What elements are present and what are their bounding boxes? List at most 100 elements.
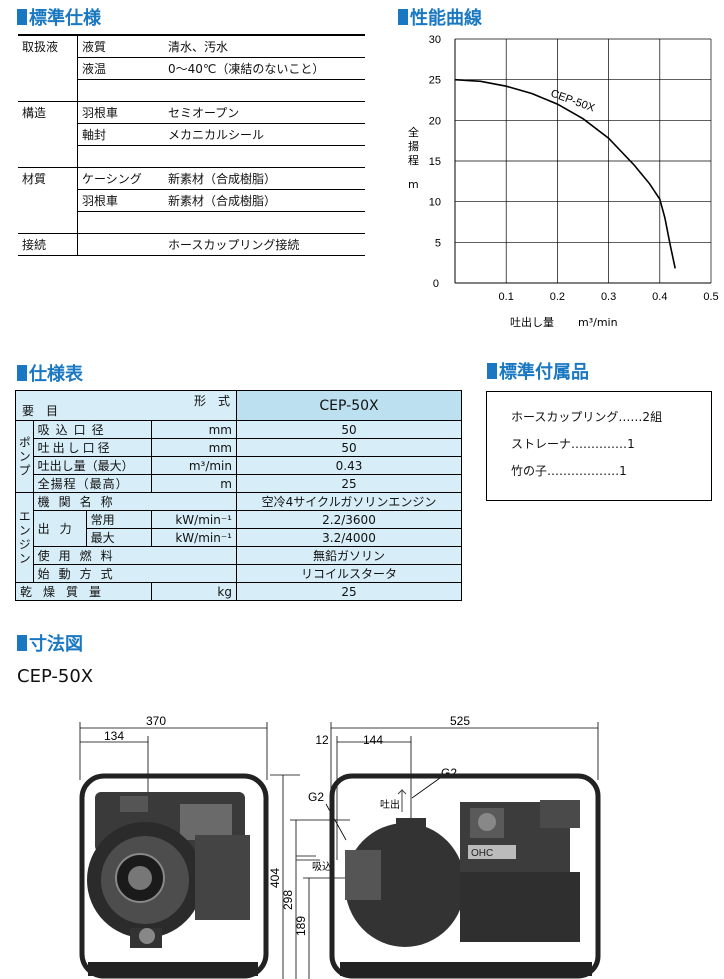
front-view-dimensions — [79, 722, 350, 979]
header-type-label: 形 式 — [193, 394, 230, 408]
dim-height-inlet: 189 — [294, 916, 308, 936]
table-row — [18, 79, 365, 102]
y-axis-unit: m — [408, 178, 419, 191]
y-tick-label: 25 — [429, 75, 441, 87]
table-row: 吐出し量（最大） m³/min 0.43 — [16, 456, 462, 475]
spec-unit: m³/min — [151, 456, 237, 475]
spec-value: 新素材（合成樹脂） — [164, 189, 365, 212]
table-row: エンジン 機関名称 空冷4サイクルガソリンエンジン — [15, 492, 462, 583]
table-row: 使用燃料 無鉛ガソリン — [16, 546, 462, 565]
spec-item: 羽根車 — [77, 189, 164, 212]
spec-category — [18, 190, 78, 212]
spec-unit: m — [151, 474, 237, 493]
spec-value: リコイルスタータ — [236, 564, 462, 583]
spec-category: 構造 — [22, 106, 47, 121]
table-row: 材質 ケーシング 新素材（合成樹脂） — [18, 167, 365, 190]
table-row: 液温 0〜40℃（凍結のないこと） — [18, 57, 365, 80]
spec-value: 空冷4サイクルガソリンエンジン — [236, 492, 462, 511]
spec-value: メカニカルシール — [164, 123, 365, 146]
spec-value: 50 — [236, 420, 462, 439]
spec-value: セミオープン — [164, 101, 365, 124]
x-tick-label: 0.4 — [652, 291, 667, 303]
spec-item: 全揚程（最高） — [32, 474, 153, 493]
x-tick-label: 0.3 — [601, 291, 616, 303]
table-row: 接続 ホースカップリング接続 — [18, 233, 365, 256]
table-row — [18, 145, 365, 168]
spec-value: 25 — [236, 582, 462, 601]
x-tick-label: 0.1 — [499, 291, 514, 303]
section-heading-spec-table: 仕様表 — [17, 360, 83, 386]
spec-value: 3.2/4000 — [236, 528, 462, 547]
pump-front-view — [79, 773, 269, 979]
spec-category: 材質 — [22, 172, 47, 187]
y-tick-label: 20 — [429, 115, 441, 127]
spec-item: 出力 — [32, 510, 87, 547]
table-row: 乾燥質量 kg 25 — [14, 582, 462, 601]
spec-category: 取扱液 — [18, 34, 78, 58]
spec-item: 吸込口径 — [32, 420, 153, 439]
table-row — [18, 211, 365, 234]
dimension-drawing: 370 134 404 298 189 525 12 144 G2 G2 吐出 … — [79, 714, 601, 979]
spec-header-cell: 形 式 要 目 — [15, 390, 237, 421]
spec-unit: kg — [151, 582, 237, 601]
table-row: 形 式 要 目 CEP-50X — [15, 390, 462, 421]
heading-square-icon — [17, 635, 27, 651]
spec-item: 乾燥質量 — [14, 582, 153, 601]
y-axis-title: 全揚程 — [408, 125, 419, 167]
section-heading-standard-spec: 標準仕様 — [17, 4, 101, 30]
table-row: 全揚程（最高） m 25 — [16, 474, 462, 493]
x-tick-label: 0.2 — [550, 291, 565, 303]
spec-value: 25 — [236, 474, 462, 493]
spec-item: 吐出し量（最大） — [32, 456, 153, 475]
x-axis-title: 吐出し量 — [510, 315, 554, 329]
chart-grid — [454, 38, 712, 284]
dimension-model-label: CEP-50X — [17, 666, 94, 687]
table-row: 取扱液 液質 清水、汚水 — [18, 34, 365, 58]
spec-unit: kW/min⁻¹ — [151, 528, 237, 547]
section-heading-performance-curve: 性能曲線 — [398, 4, 482, 30]
spec-item: 使用燃料 — [32, 546, 238, 565]
spec-table: 形 式 要 目 CEP-50X ポンプ 吸込口径 mm 50 吐出し口径 mm … — [14, 390, 462, 601]
spec-item: 機関名称 — [32, 492, 238, 511]
inlet-thread-label: G2 — [308, 790, 324, 804]
standard-spec-table: 取扱液 液質 清水、汚水 液温 0〜40℃（凍結のないこと） 構造 羽根車 セミ… — [18, 34, 365, 256]
x-axis-unit: m³/min — [578, 316, 618, 329]
spec-value: 無鉛ガソリン — [236, 546, 462, 565]
table-row: 軸封 メカニカルシール — [18, 123, 365, 146]
dim-height-total: 404 — [268, 868, 282, 888]
table-row: 吐出し口径 mm 50 — [16, 438, 462, 457]
section-heading-accessories: 標準付属品 — [487, 358, 589, 384]
spec-item: ケーシング — [77, 167, 164, 190]
spec-item — [77, 233, 164, 256]
x-tick-label: 0.5 — [703, 291, 718, 303]
dim-side-length: 525 — [450, 714, 470, 728]
spec-model: CEP-50X — [236, 390, 462, 421]
table-row: 最大 kW/min⁻¹ 3.2/4000 — [16, 528, 462, 547]
spec-value: ホースカップリング接続 — [164, 233, 365, 256]
spec-item: 羽根車 — [77, 101, 164, 124]
x-axis-label: 吐出し量 m³/min — [510, 315, 618, 329]
header-item-label: 要 目 — [22, 404, 59, 418]
y-tick-label: 15 — [429, 156, 441, 168]
heading-square-icon — [487, 363, 497, 379]
dim-front-inner: 134 — [104, 729, 124, 743]
dim-side-inner: 144 — [363, 733, 383, 747]
table-row: ポンプ 吸込口径 mm 50 — [15, 420, 462, 493]
list-item: ストレーナ‥‥‥‥‥‥‥1 — [511, 437, 635, 451]
spec-value: 0〜40℃（凍結のないこと） — [164, 57, 365, 80]
spec-item: 軸封 — [77, 123, 164, 146]
spec-unit: mm — [151, 420, 237, 439]
spec-unit: mm — [151, 438, 237, 457]
spec-item: 液温 — [77, 57, 164, 80]
accessories-box: ホースカップリング‥‥‥2組 ストレーナ‥‥‥‥‥‥‥1 竹の子‥‥‥‥‥‥‥‥… — [486, 391, 712, 501]
pump-side-view: OHC — [329, 773, 601, 979]
y-tick-label: 10 — [429, 197, 441, 209]
series-line-cep-50x — [454, 78, 676, 269]
table-row: 出力 常用 kW/min⁻¹ 2.2/3600 — [16, 510, 462, 547]
origin-label: 0 — [433, 278, 439, 290]
spec-category — [18, 58, 78, 80]
spec-category: 接続 — [18, 233, 78, 256]
dim-height-port: 298 — [281, 890, 295, 910]
engine-logo: OHC — [471, 848, 493, 859]
